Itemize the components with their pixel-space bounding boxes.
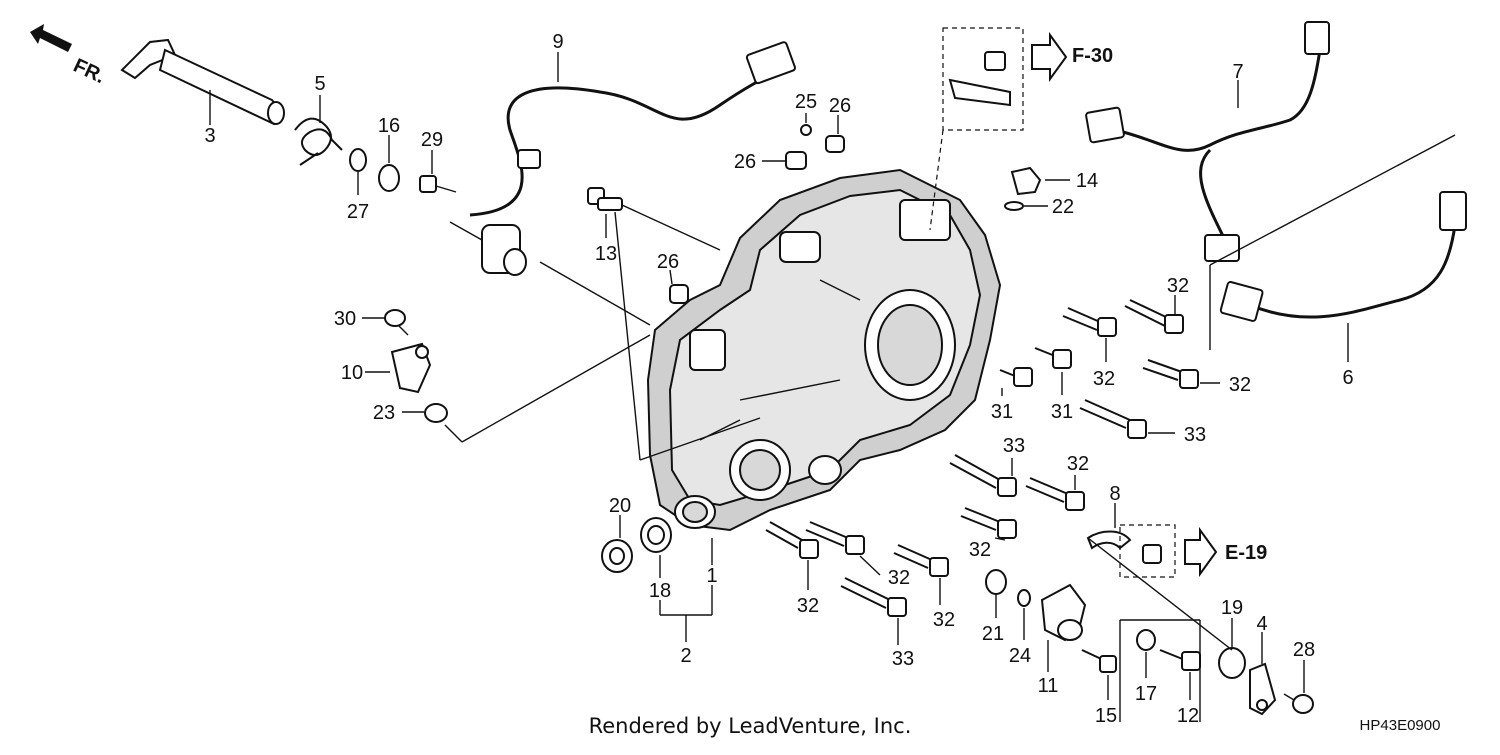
callout-15: 15 [1095,705,1117,727]
part-10-sensor [390,342,432,394]
part-15-bolt [1081,649,1117,673]
callout-33-c: 33 [892,648,914,670]
callout-26-c: 26 [657,251,679,273]
part-21-washer [985,569,1007,595]
callout-32-c: 32 [1229,374,1251,396]
part-17-washer [1136,629,1156,651]
callout-26-a: 26 [829,95,851,117]
callout-29: 29 [421,129,443,151]
reference-e19-label: E-19 [1225,542,1267,564]
bolt-group [765,299,1199,617]
callout-11: 11 [1038,675,1059,697]
part-13-bolt [587,187,623,211]
front-arrow-icon [30,24,72,52]
callout-31-b: 31 [1051,401,1073,423]
callout-32-h: 32 [933,609,955,631]
part-22-o-ring [1004,201,1024,211]
callout-32-a: 32 [1167,275,1189,297]
part-16-washer [378,164,400,192]
reference-f30-label: F-30 [1072,45,1113,67]
part-23-o-ring [424,403,448,423]
callout-14: 14 [1076,170,1098,192]
diagram-code: HP43E0900 [1360,717,1441,734]
callout-2: 2 [680,645,691,667]
part-8-clamp [1086,530,1132,550]
part-25-collar [800,124,812,136]
callout-33-a: 33 [1184,424,1206,446]
callout-8: 8 [1109,483,1120,505]
part-12-bolt [1159,649,1201,671]
callout-20: 20 [609,495,631,517]
part-11-sensor [1040,583,1087,642]
part-7-harness [1085,21,1330,262]
callout-21: 21 [982,623,1004,645]
callout-22: 22 [1052,196,1074,218]
callout-32-e: 32 [969,539,991,561]
callout-25: 25 [795,91,817,113]
callout-26-b: 26 [734,151,756,173]
callout-10: 10 [341,362,363,384]
callout-labels: 1 2 3 4 5 6 7 8 9 10 11 12 13 14 15 16 1… [204,31,1353,727]
reference-f30-arrow-icon [1031,31,1068,83]
part-4-bracket [1249,662,1277,716]
callout-13: 13 [595,243,617,265]
callout-24: 24 [1009,645,1031,667]
callout-18: 18 [649,580,671,602]
part-18-oil-seal [640,517,672,553]
callout-32-d: 32 [1067,453,1089,475]
part-30-bolt [384,309,409,336]
callout-32-b: 32 [1093,368,1115,390]
part-3-shift-shaft [120,38,285,126]
part-26-dowel-pin-left [785,151,807,170]
reference-f30-box [929,27,1024,231]
part-6-harness [1219,191,1467,322]
callout-12: 12 [1177,705,1199,727]
callout-3: 3 [204,125,215,147]
part-5-return-spring [294,117,343,166]
callout-9: 9 [552,31,563,53]
callout-5: 5 [314,73,325,95]
part-28-bolt [1283,693,1314,714]
part-26-dowel-pin-lower [669,284,689,304]
callout-19: 19 [1221,597,1243,619]
callout-27: 27 [347,201,369,223]
callout-31-a: 31 [991,401,1013,423]
part-24-washer [1017,589,1031,607]
reference-e19-arrow-icon [1184,526,1218,578]
part-26-dowel-pin-top [825,135,845,153]
part-19-oil-seal [1218,647,1246,679]
callout-32-f: 32 [888,567,910,589]
callout-28: 28 [1293,639,1315,661]
reference-e19-box [1119,524,1176,578]
callout-23: 23 [373,402,395,424]
callout-32-g: 32 [797,595,819,617]
callout-33-b: 33 [1003,435,1025,457]
callout-30: 30 [334,308,356,330]
crankcase-cover [646,168,1002,532]
callout-4: 4 [1256,613,1267,635]
callout-1: 1 [706,565,717,587]
part-9-sensor-harness [449,41,796,276]
callout-17: 17 [1135,683,1157,705]
callout-16: 16 [378,115,400,137]
footer-credit: Rendered by LeadVenture, Inc. [589,714,912,738]
part-29-bolt [419,175,457,193]
part-20-oil-seal [601,539,633,573]
callout-6: 6 [1342,367,1353,389]
part-14-plug [1010,166,1042,196]
callout-7: 7 [1232,61,1243,83]
front-direction-label: FR. [70,55,108,89]
part-27-washer [349,148,367,172]
